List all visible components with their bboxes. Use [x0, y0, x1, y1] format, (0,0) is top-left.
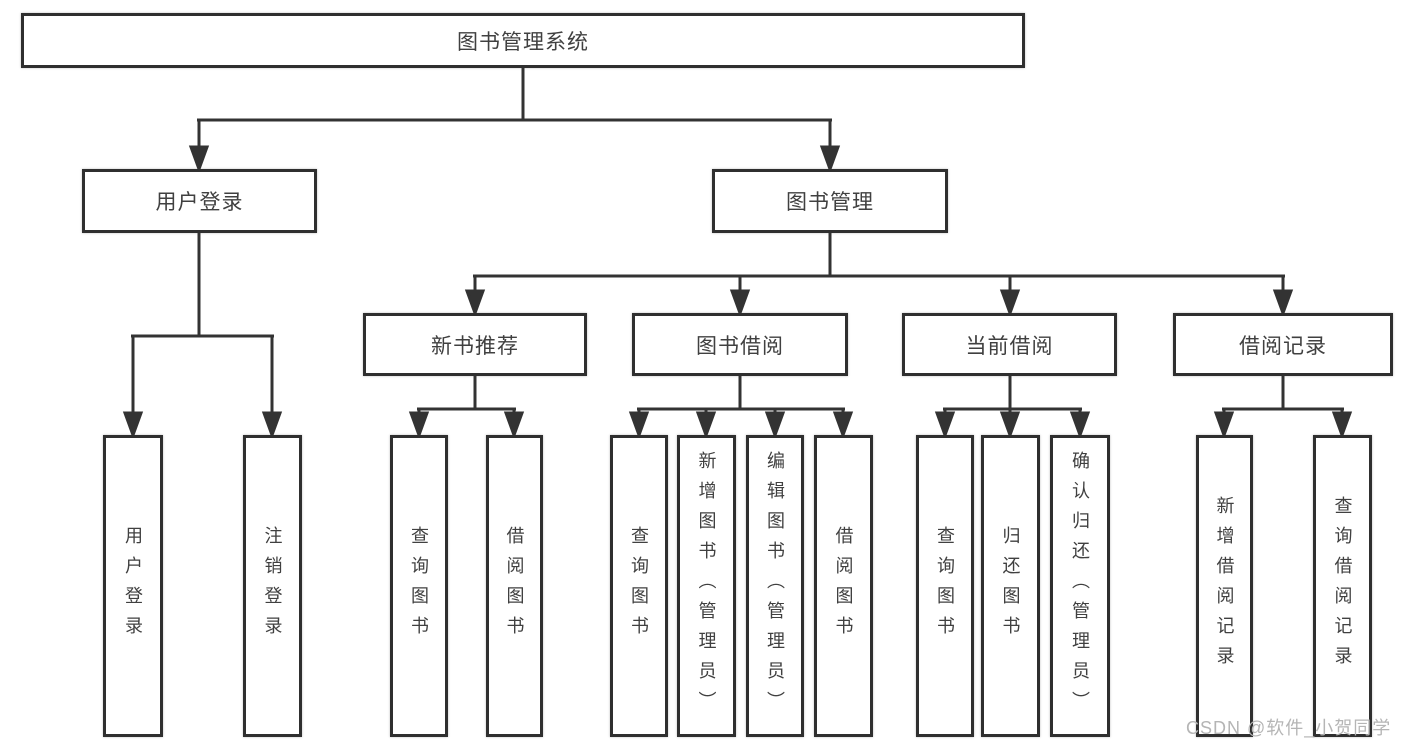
leaf-borrow-books-recommend: 借阅图书: [486, 435, 543, 737]
leaf-query-books-current: 查询图书: [916, 435, 974, 737]
leaf-edit-book-admin-label: 编辑图书（管理员）: [765, 451, 785, 721]
leaf-add-borrow-record: 新增借阅记录: [1196, 435, 1253, 737]
leaf-edit-book-admin: 编辑图书（管理员）: [746, 435, 804, 737]
leaf-query-borrow-record: 查询借阅记录: [1313, 435, 1372, 737]
node-user-login: 用户登录: [82, 169, 317, 233]
node-root-system: 图书管理系统: [21, 13, 1025, 68]
leaf-add-book-admin: 新增图书（管理员）: [677, 435, 736, 737]
node-borrow-records-label: 借阅记录: [1239, 334, 1327, 358]
leaf-borrow-books-label: 借阅图书: [833, 526, 854, 646]
connector-book-management-children: [464, 232, 1294, 318]
csdn-watermark: CSDN @软件_小贺同学: [1186, 718, 1392, 738]
node-book-management: 图书管理: [712, 169, 948, 233]
node-new-book-recommend: 新书推荐: [363, 313, 587, 376]
node-user-login-label: 用户登录: [155, 191, 244, 214]
leaf-return-book: 归还图书: [981, 435, 1040, 737]
connector-current-borrow-children: [934, 375, 1091, 440]
leaf-query-books-borrow: 查询图书: [610, 435, 668, 737]
node-current-borrow-label: 当前借阅: [965, 334, 1054, 358]
leaf-query-books-recommend: 查询图书: [390, 435, 448, 737]
connector-root-to-level2: [188, 68, 841, 174]
connector-new-book-recommend-children: [408, 375, 525, 440]
node-current-borrow: 当前借阅: [902, 313, 1117, 376]
leaf-confirm-return-admin-label: 确认归还（管理员）: [1070, 451, 1090, 721]
node-new-book-recommend-label: 新书推荐: [431, 334, 519, 358]
leaf-confirm-return-admin: 确认归还（管理员）: [1050, 435, 1110, 737]
leaf-add-borrow-record-label: 新增借阅记录: [1214, 496, 1235, 676]
leaf-logout-label: 注销登录: [262, 526, 283, 646]
leaf-user-login: 用户登录: [103, 435, 163, 737]
node-book-management-label: 图书管理: [786, 191, 874, 214]
leaf-borrow-books: 借阅图书: [814, 435, 873, 737]
node-borrow-records: 借阅记录: [1173, 313, 1393, 376]
leaf-query-books-borrow-label: 查询图书: [629, 526, 649, 646]
node-book-borrow-label: 图书借阅: [696, 334, 784, 358]
leaf-user-login-label: 用户登录: [123, 526, 143, 646]
leaf-add-book-admin-label: 新增图书（管理员）: [696, 451, 717, 721]
leaf-return-book-label: 归还图书: [1000, 526, 1021, 646]
leaf-query-books-current-label: 查询图书: [935, 526, 955, 646]
node-book-borrow: 图书借阅: [632, 313, 848, 376]
leaf-query-books-recommend-label: 查询图书: [409, 526, 429, 646]
leaf-borrow-books-recommend-label: 借阅图书: [504, 526, 525, 646]
leaf-logout: 注销登录: [243, 435, 302, 737]
node-root-label: 图书管理系统: [457, 30, 589, 54]
connector-user-login-children: [122, 232, 283, 440]
leaf-query-borrow-record-label: 查询借阅记录: [1332, 496, 1353, 676]
connector-borrow-records-children: [1213, 375, 1353, 440]
connector-book-borrow-children: [628, 375, 854, 440]
